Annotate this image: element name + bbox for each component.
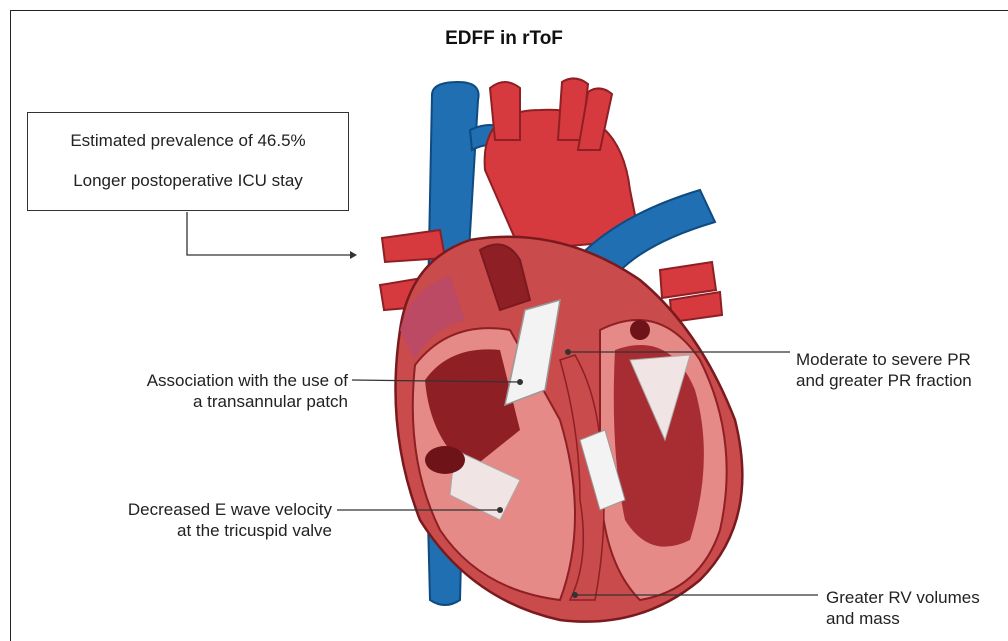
pr-label-line2: and greater PR fraction — [796, 370, 972, 391]
transannular-label-line1: Association with the use of — [147, 370, 348, 391]
info-box: Estimated prevalence of 46.5% Longer pos… — [27, 112, 349, 211]
trabecula-1 — [425, 446, 465, 474]
info-connector-line — [187, 212, 350, 255]
e-wave-label: Decreased E wave velocity at the tricusp… — [128, 499, 332, 541]
e-wave-label-line2: at the tricuspid valve — [128, 520, 332, 541]
transannular-label-line2: a transannular patch — [147, 391, 348, 412]
e-wave-label-line1: Decreased E wave velocity — [128, 499, 332, 520]
pr-label-line1: Moderate to severe PR — [796, 349, 972, 370]
rv-label-line2: and mass — [826, 608, 980, 629]
left-pulmonary-vessel-1 — [382, 230, 445, 262]
rv-leader-dot — [572, 592, 578, 598]
transannular-label: Association with the use of a transannul… — [147, 370, 348, 412]
info-connector-arrowhead — [350, 251, 357, 259]
trabecula-2 — [630, 320, 650, 340]
pr-label: Moderate to severe PR and greater PR fra… — [796, 349, 972, 391]
rv-label-line1: Greater RV volumes — [826, 587, 980, 608]
right-pulmonary-vessel-1 — [660, 262, 716, 298]
icu-stay-text: Longer postoperative ICU stay — [28, 171, 348, 191]
e-wave-leader-dot — [497, 507, 503, 513]
prevalence-text: Estimated prevalence of 46.5% — [28, 131, 348, 151]
aortic-branch-1 — [490, 82, 520, 140]
transannular-leader-dot — [517, 379, 523, 385]
pr-leader-dot — [565, 349, 571, 355]
rv-label: Greater RV volumes and mass — [826, 587, 980, 629]
